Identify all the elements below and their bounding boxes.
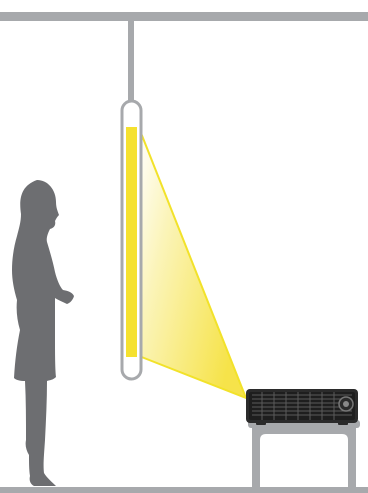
projection-beam <box>138 127 247 399</box>
floor-bar <box>0 487 368 493</box>
projector-stand <box>248 420 360 487</box>
projector-icon <box>246 389 358 425</box>
ceiling-bar <box>0 12 368 21</box>
person-silhouette <box>12 180 74 486</box>
ceiling-mount-pole <box>128 21 134 103</box>
projection-screen <box>126 127 137 357</box>
